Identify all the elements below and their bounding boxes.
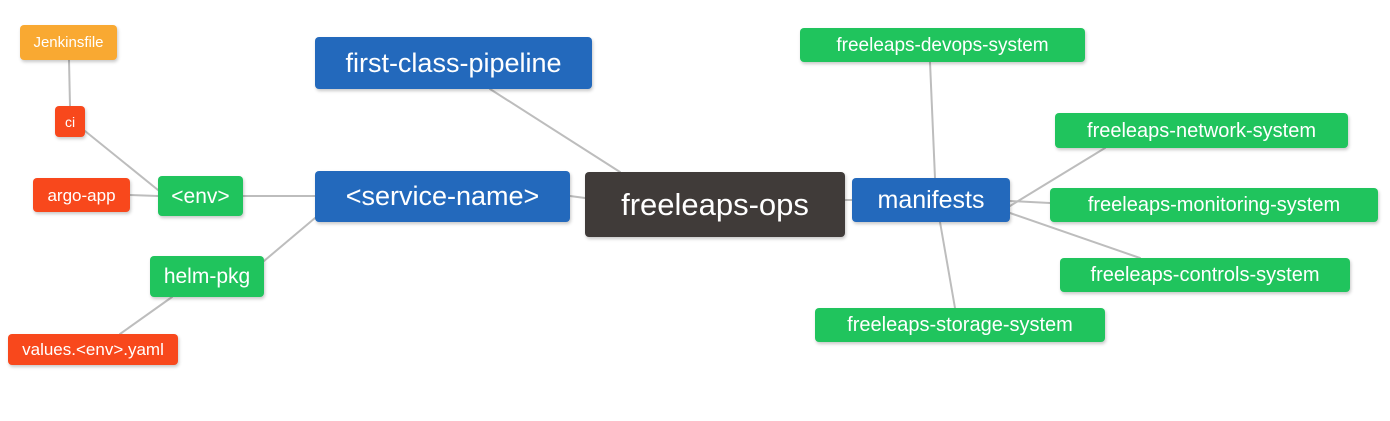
edge-helm-pkg-to-values-yaml (119, 296, 173, 335)
node-manifests[interactable]: manifests (852, 178, 1010, 222)
edge-first-class-pipeline-to-freeleaps-ops (489, 88, 621, 173)
edge-manifests-to-freeleaps-storage-system (939, 221, 956, 309)
node-first-class-pipeline[interactable]: first-class-pipeline (315, 37, 592, 89)
node-freeleaps-devops-system[interactable]: freeleaps-devops-system (800, 28, 1085, 62)
node-label-ci: ci (64, 113, 76, 130)
node-label-helm-pkg: helm-pkg (163, 265, 251, 288)
edge-manifests-to-freeleaps-monitoring-system (1009, 200, 1051, 204)
node-ci[interactable]: ci (55, 106, 85, 137)
edge-manifests-to-freeleaps-devops-system (929, 61, 936, 179)
node-label-service-name: <service-name> (345, 181, 540, 211)
edge-service-name-to-helm-pkg (263, 217, 316, 262)
edge-service-name-to-freeleaps-ops (569, 195, 586, 199)
node-argo-app[interactable]: argo-app (33, 178, 130, 212)
node-label-freeleaps-controls-system: freeleaps-controls-system (1090, 264, 1320, 286)
node-service-name[interactable]: <service-name> (315, 171, 570, 222)
node-label-env: <env> (171, 184, 230, 208)
node-freeleaps-storage-system[interactable]: freeleaps-storage-system (815, 308, 1105, 342)
node-label-freeleaps-storage-system: freeleaps-storage-system (847, 314, 1073, 336)
node-env[interactable]: <env> (158, 176, 243, 216)
node-label-freeleaps-devops-system: freeleaps-devops-system (836, 34, 1049, 56)
node-label-manifests: manifests (877, 185, 985, 214)
node-label-first-class-pipeline: first-class-pipeline (345, 47, 562, 78)
node-label-freeleaps-ops: freeleaps-ops (621, 187, 809, 222)
node-label-freeleaps-network-system: freeleaps-network-system (1087, 119, 1316, 142)
node-freeleaps-monitoring-system[interactable]: freeleaps-monitoring-system (1050, 188, 1378, 222)
node-helm-pkg[interactable]: helm-pkg (150, 256, 264, 297)
node-freeleaps-controls-system[interactable]: freeleaps-controls-system (1060, 258, 1350, 292)
node-label-jenkinsfile: Jenkinsfile (33, 34, 104, 51)
node-freeleaps-ops[interactable]: freeleaps-ops (585, 172, 845, 237)
node-values-yaml[interactable]: values.<env>.yaml (8, 334, 178, 365)
edge-jenkinsfile-to-ci (68, 59, 71, 107)
node-jenkinsfile[interactable]: Jenkinsfile (20, 25, 117, 60)
node-freeleaps-network-system[interactable]: freeleaps-network-system (1055, 113, 1348, 148)
edge-argo-app-to-env (129, 194, 159, 197)
node-label-freeleaps-monitoring-system: freeleaps-monitoring-system (1087, 194, 1341, 216)
node-label-values-yaml: values.<env>.yaml (22, 340, 164, 359)
node-label-argo-app: argo-app (47, 185, 116, 205)
